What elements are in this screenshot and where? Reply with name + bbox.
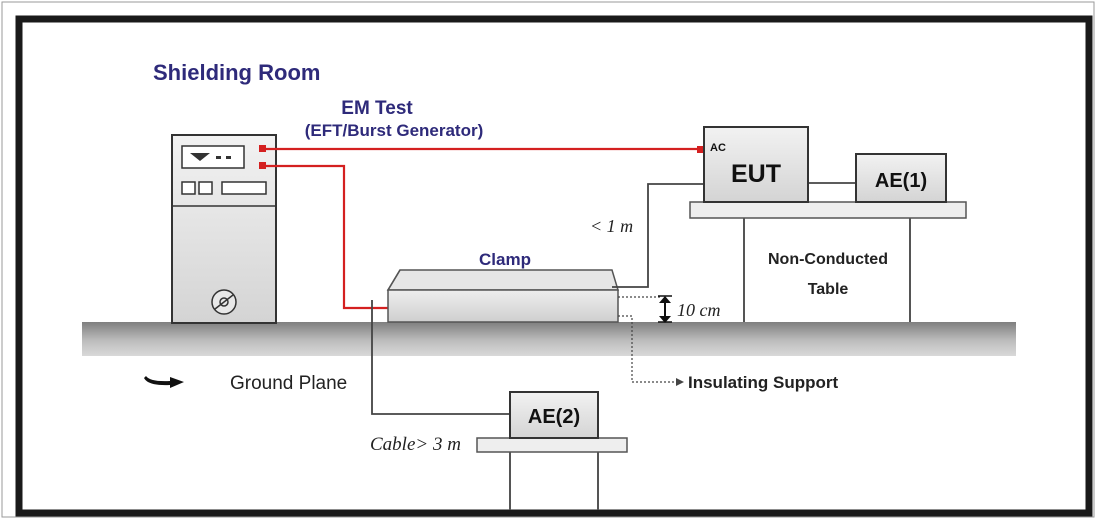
generator-button xyxy=(181,181,196,195)
clamp-label: Clamp xyxy=(479,250,531,269)
support-leader xyxy=(618,315,676,383)
eut-port-label: AC xyxy=(710,142,726,154)
room-title: Shielding Room xyxy=(153,60,320,85)
ae2-label: AE(2) xyxy=(528,406,580,428)
ae1-box xyxy=(855,153,947,203)
table-label-line1: Non-Conducted xyxy=(768,251,888,268)
arrow-right-icon xyxy=(144,376,184,388)
coupling-clamp xyxy=(386,269,620,323)
output-terminal xyxy=(259,162,266,169)
ae2-box xyxy=(509,391,599,439)
burst-generator xyxy=(171,134,277,324)
insulating-support-label: Insulating Support xyxy=(688,373,838,392)
cable-generator-to-clamp xyxy=(266,164,392,310)
height-dimension-marker xyxy=(658,295,672,323)
eut-terminal xyxy=(697,146,704,153)
non-conducted-table xyxy=(689,201,967,322)
generator-button xyxy=(198,181,213,195)
ground-plane xyxy=(82,322,1016,356)
eut-label: EUT xyxy=(731,160,781,188)
table-label-line2: Table xyxy=(808,281,849,298)
support-arrow-head xyxy=(676,378,684,386)
generator-subtitle: (EFT/Burst Generator) xyxy=(305,121,484,140)
ae1-label: AE(1) xyxy=(875,170,927,192)
ground-plane-label: Ground Plane xyxy=(230,373,347,394)
disc-icon xyxy=(211,289,237,315)
clamp-height: 10 cm xyxy=(677,300,721,320)
cable-clamp-to-eut xyxy=(612,183,706,288)
ae-cable-length: Cable> 3 m xyxy=(370,434,461,455)
eut-box xyxy=(703,126,809,203)
cable-clamp-to-ae2 xyxy=(371,300,510,415)
display-panel-icon xyxy=(181,145,245,169)
generator-slot xyxy=(221,181,267,195)
generator-name: EM Test xyxy=(341,98,413,119)
output-terminal xyxy=(259,145,266,152)
eut-cable-length: < 1 m xyxy=(590,216,633,236)
